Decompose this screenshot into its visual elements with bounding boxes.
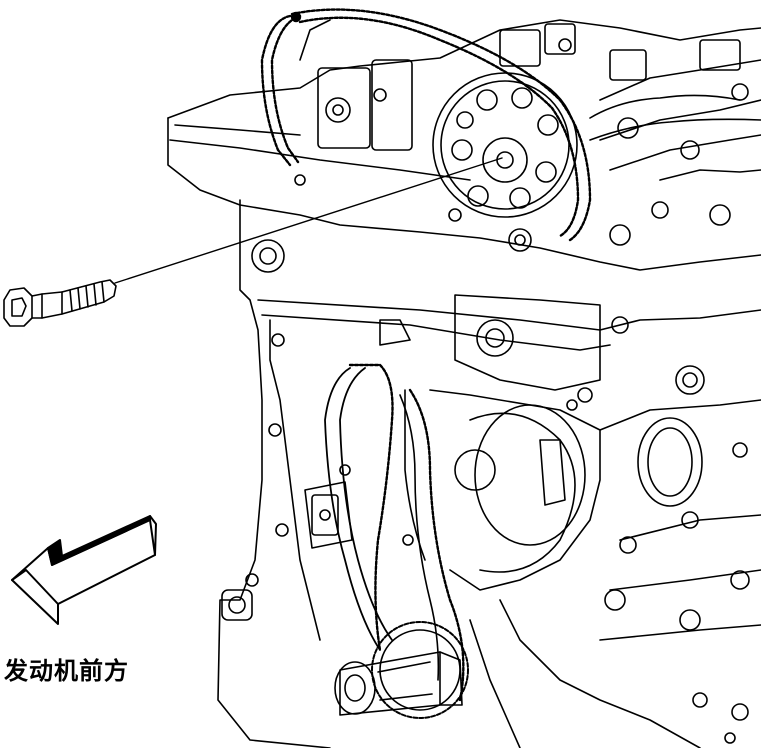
engine-block	[218, 200, 761, 748]
bolt-leader-line	[115, 158, 502, 283]
crankshaft-sprocket	[335, 622, 468, 718]
engine-front-arrow-icon	[12, 516, 156, 624]
engine-front-label: 发动机前方	[4, 657, 129, 685]
lower-timing-chain	[305, 365, 463, 700]
camshaft-sprocket	[433, 73, 577, 217]
cylinder-head	[168, 20, 761, 270]
camshaft-sprocket-bolt	[4, 280, 116, 326]
upper-timing-chain	[262, 10, 590, 240]
